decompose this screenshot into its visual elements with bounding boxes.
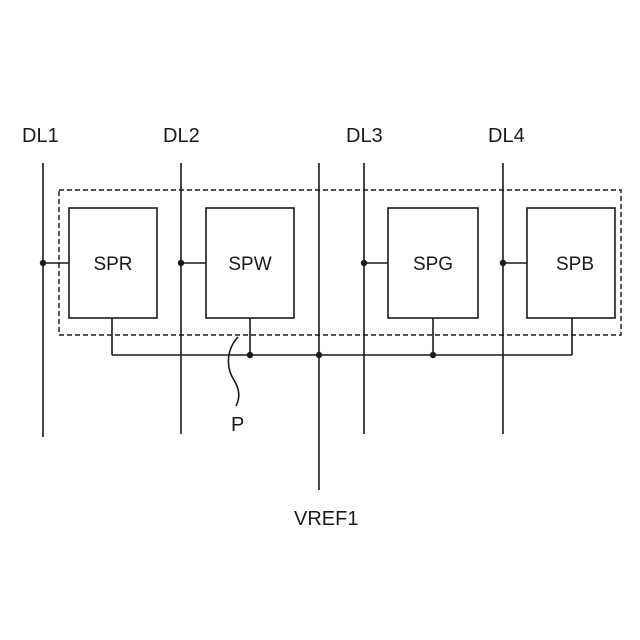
label-dl3: DL3 (346, 125, 383, 147)
junction-dot-dl1 (40, 260, 46, 266)
label-vref1: VREF1 (294, 508, 358, 530)
label-pointer: P (231, 414, 244, 436)
junction-dot-spg (430, 352, 436, 358)
junction-dot-dl2 (178, 260, 184, 266)
junction-dot-dl3 (361, 260, 367, 266)
junction-dot-vref (316, 352, 322, 358)
label-dl4: DL4 (488, 125, 525, 147)
pointer-leader (228, 337, 238, 406)
label-spb: SPB (556, 254, 594, 275)
label-spg: SPG (413, 254, 453, 275)
junction-dot-spw (247, 352, 253, 358)
label-dl1: DL1 (22, 125, 59, 147)
label-spr: SPR (93, 254, 132, 275)
label-dl2: DL2 (163, 125, 200, 147)
label-spw: SPW (228, 254, 271, 275)
junction-dot-dl4 (500, 260, 506, 266)
